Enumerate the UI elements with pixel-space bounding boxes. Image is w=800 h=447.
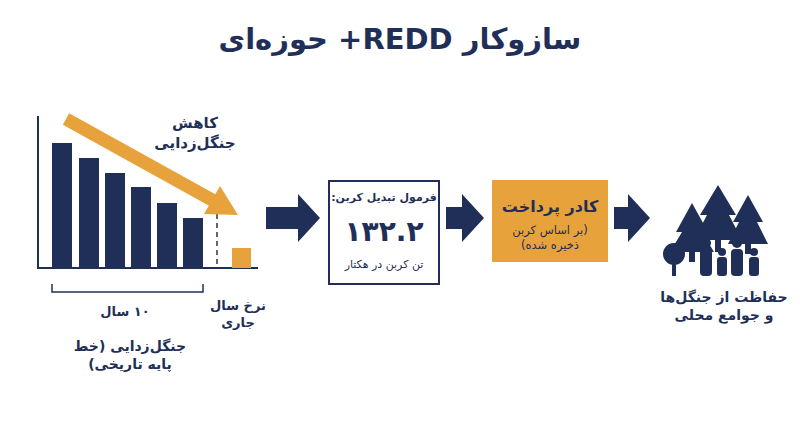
node-heading: حفاظت از جنگل‌ها و جوامع محلی (658, 288, 790, 324)
person-head (718, 248, 726, 256)
chart-label: ۱۰ سال (90, 304, 160, 321)
node-heading: جنگل‌زدایی (خط پایه تاریخی) (65, 337, 195, 373)
node-heading: فرمول تبدیل کربن: (330, 191, 438, 205)
person-head (732, 238, 742, 248)
outcome-group: حفاظت از جنگل‌ها و جوامع محلی (658, 180, 790, 335)
trend-arrowhead (204, 186, 238, 215)
chart-bar (183, 218, 203, 268)
tree-trunk (672, 260, 676, 276)
chart-bar (157, 203, 177, 268)
diagram-title: سازوکار REDD+ حوزه‌ای (0, 22, 800, 56)
payment-box: کادر پرداخت (بر اساس کربن ذخیره شده) (492, 180, 608, 262)
forest-icon (663, 185, 768, 276)
chart-bar (105, 173, 125, 268)
flow-arrow (266, 194, 320, 242)
period-bracket (52, 284, 203, 292)
formula-box: فرمول تبدیل کربن: ۱۳۲.۲ تن کربن در هکتار (328, 180, 440, 285)
person-head (750, 248, 758, 256)
chart-bar (79, 158, 99, 268)
node-text: (بر اساس کربن ذخیره شده) (500, 223, 600, 253)
person-body (749, 257, 759, 276)
chart-label: کاهش جنگل‌زدایی (150, 114, 240, 153)
pine-tree (728, 195, 768, 244)
tree-trunk (689, 252, 695, 262)
chart-label: نرخ سال جاری (210, 298, 266, 332)
chart-bar (52, 143, 72, 268)
current-bar (232, 248, 251, 268)
dashed-divider (216, 214, 218, 268)
flow-arrow (614, 194, 650, 242)
person-body (731, 249, 743, 276)
person-head (701, 238, 711, 248)
node-heading: کادر پرداخت (492, 197, 608, 218)
flow-arrow (446, 194, 484, 242)
person-body (700, 249, 712, 276)
node-text: تن کربن در هکتار (330, 258, 438, 272)
node-text: ۱۳۲.۲ (330, 214, 438, 250)
chart-axis (37, 116, 39, 269)
chart-bar (131, 187, 151, 268)
person-body (717, 257, 727, 276)
